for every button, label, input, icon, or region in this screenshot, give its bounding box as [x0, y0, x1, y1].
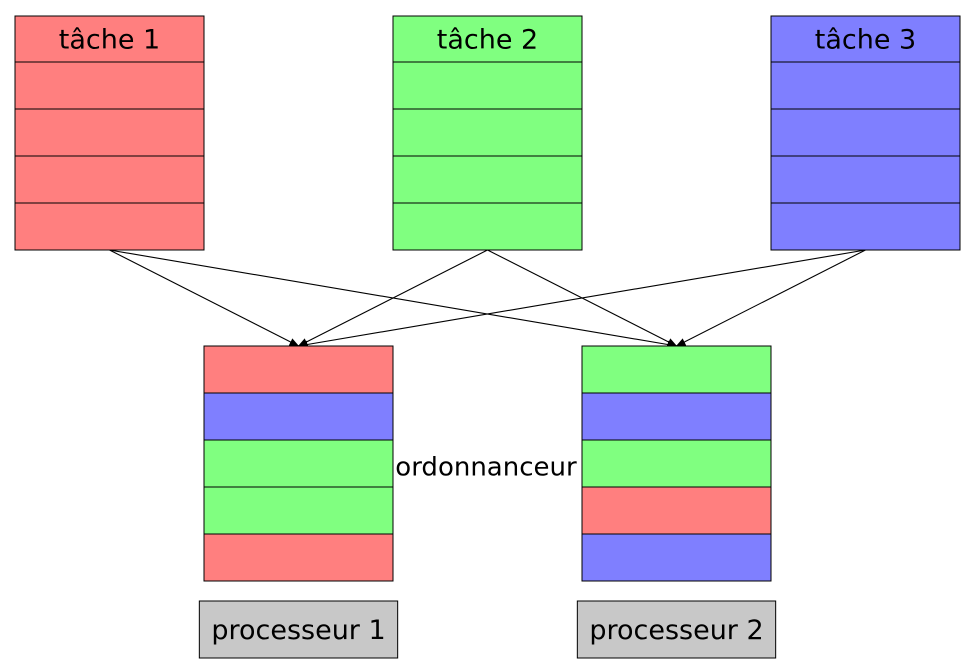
queue-slot: [203, 392, 394, 441]
processor-label-box: [198, 600, 399, 659]
task-row: [770, 108, 961, 157]
queue-slot: [581, 439, 772, 488]
scheduler-label: ordonnanceur: [395, 453, 577, 483]
task-row: [14, 108, 205, 157]
processor-label: processeur 1: [211, 615, 385, 646]
task-row: [392, 155, 583, 204]
arrows-group: [109, 249, 866, 349]
task-row: [392, 202, 583, 251]
processor-block-1: processeur 1: [198, 345, 399, 659]
task-row: [14, 61, 205, 110]
task-block-3: tâche 3: [770, 15, 961, 251]
processor-label-box: [576, 600, 777, 659]
task-row: [770, 61, 961, 110]
task-row: [14, 202, 205, 251]
queue-slot: [581, 345, 772, 394]
task-row: [770, 202, 961, 251]
queue-slot: [203, 439, 394, 488]
queue-slot: [581, 533, 772, 582]
queue-slot: [203, 533, 394, 582]
task-title: tâche 3: [815, 25, 916, 56]
task-header: [770, 15, 961, 63]
queue-slot: [581, 486, 772, 535]
task-block-2: tâche 2: [392, 15, 583, 251]
processor-block-2: processeur 2: [576, 345, 777, 659]
arrow-task1-to-processor1: [109, 249, 300, 347]
arrow-task3-to-processor1: [297, 249, 866, 349]
processor-label: processeur 2: [589, 615, 763, 646]
task-block-1: tâche 1: [14, 15, 205, 251]
queue-slot: [203, 345, 394, 394]
task-header: [392, 15, 583, 63]
task-title: tâche 1: [59, 25, 160, 56]
processors-group: processeur 1 processeur 2: [198, 345, 777, 659]
task-row: [392, 61, 583, 110]
task-header: [14, 15, 205, 63]
task-title: tâche 2: [437, 25, 538, 56]
task-row: [392, 108, 583, 157]
queue-slot: [581, 392, 772, 441]
task-row: [14, 155, 205, 204]
task-row: [770, 155, 961, 204]
arrow-task3-to-processor2: [675, 249, 866, 347]
queue-slot: [203, 486, 394, 535]
arrow-task2-to-processor1: [297, 249, 488, 347]
tasks-group: tâche 1 tâche 2 tâche 3: [14, 15, 961, 251]
